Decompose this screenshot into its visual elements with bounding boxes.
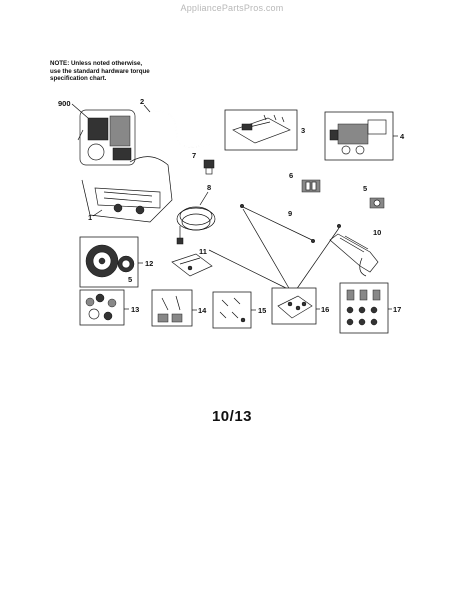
callout-4: 4 — [400, 132, 405, 141]
callout-17: 17 — [393, 305, 401, 314]
spray-gun-part[interactable] — [329, 223, 379, 277]
hardware-15-part[interactable] — [212, 291, 252, 329]
watermark: AppliancePartsPros.com — [180, 3, 284, 13]
callout-2: 2 — [140, 97, 144, 106]
hose-part[interactable] — [176, 206, 216, 245]
decal-kit-part[interactable] — [224, 109, 298, 151]
hose-bracket-part[interactable] — [147, 110, 211, 149]
torque-note: NOTE: Unless noted otherwise, use the st… — [50, 60, 150, 82]
callout-9: 9 — [288, 209, 292, 218]
callout-1: 1 — [88, 213, 92, 222]
callout-900: 900 — [58, 99, 71, 108]
callout-12: 12 — [145, 259, 153, 268]
frame-part[interactable] — [81, 156, 173, 223]
page-number: 10/13 — [211, 408, 253, 425]
callout-5: 5 — [363, 184, 367, 193]
callout-14: 14 — [198, 306, 207, 315]
wheel-kit-part[interactable]: 5 — [79, 236, 139, 288]
pump-part[interactable] — [324, 111, 394, 161]
hardware-13-part[interactable] — [79, 289, 125, 326]
callout-15: 15 — [258, 306, 266, 315]
lance-part[interactable] — [239, 203, 316, 244]
callout-16: 16 — [321, 305, 329, 314]
bracket-11-part[interactable] — [171, 253, 213, 277]
fitting-6-part[interactable] — [301, 179, 321, 193]
callout-7: 7 — [192, 151, 196, 160]
fitting-5-part[interactable] — [369, 197, 385, 209]
hardware-14-part[interactable] — [151, 289, 193, 327]
nozzle-holder-part[interactable] — [271, 287, 317, 325]
callout-6: 6 — [289, 171, 293, 180]
knob-part[interactable] — [203, 159, 215, 175]
svg-text:5: 5 — [128, 275, 132, 284]
callout-13: 13 — [131, 305, 139, 314]
callout-10: 10 — [373, 228, 381, 237]
callout-11: 11 — [199, 247, 207, 256]
callout-8: 8 — [207, 183, 211, 192]
nozzle-set-part[interactable] — [339, 282, 389, 334]
callout-3: 3 — [301, 126, 305, 135]
engine-part[interactable] — [77, 109, 136, 166]
